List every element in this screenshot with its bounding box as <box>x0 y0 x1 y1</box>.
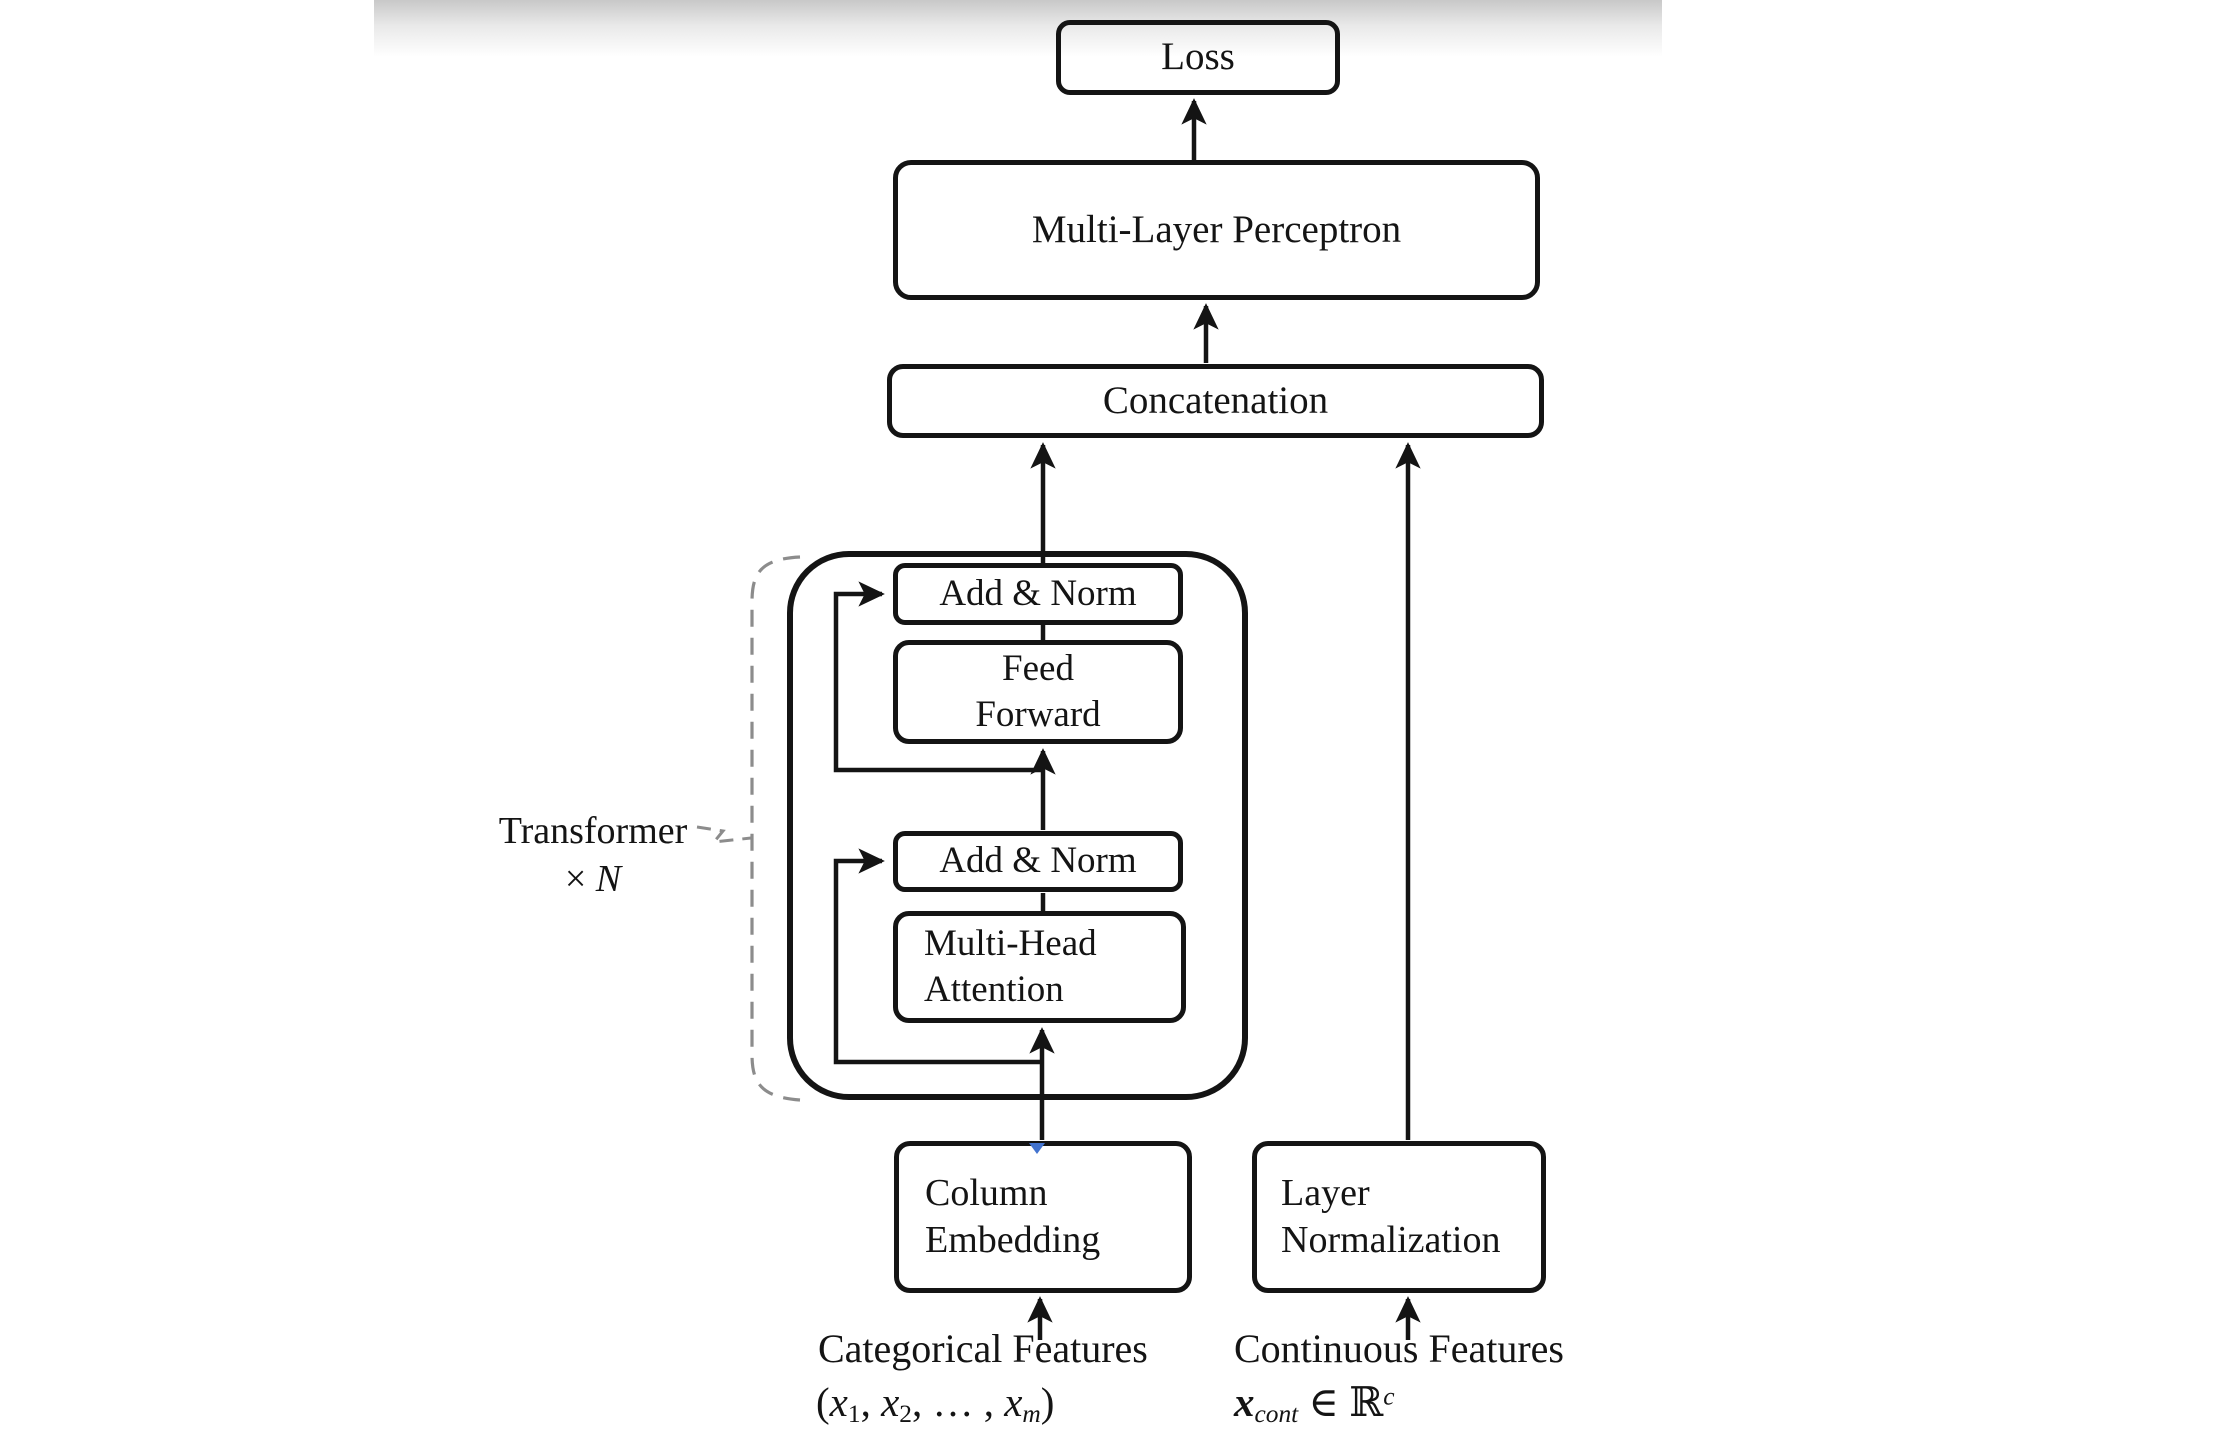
layer-normalization-box: Layer Normalization <box>1252 1141 1546 1293</box>
column-embedding-box: Column Embedding <box>894 1141 1192 1293</box>
multi-head-attention-box: Multi-Head Attention <box>893 911 1186 1023</box>
loss-box: Loss <box>1056 20 1340 95</box>
concatenation-box: Concatenation <box>887 364 1544 438</box>
feed-forward-line2: Forward <box>975 694 1101 735</box>
page-top-shadow <box>374 0 1662 57</box>
add-norm-bottom-box: Add & Norm <box>893 831 1183 892</box>
add-norm-top-box: Add & Norm <box>893 563 1183 625</box>
mlp-box: Multi-Layer Perceptron <box>893 160 1540 300</box>
transformer-repeat-label: Transformer × N <box>484 808 702 903</box>
multi-head-attention-line1: Multi-Head <box>924 922 1097 964</box>
layer-normalization-line1: Layer <box>1281 1171 1370 1214</box>
continuous-features-math: xcont ∈ ℝc <box>1234 1379 1395 1428</box>
feed-forward-line1: Feed <box>1002 647 1074 689</box>
transformer-dashed-bracket <box>750 555 801 1102</box>
residual-skip-top <box>833 581 1043 773</box>
add-norm-top-label: Add & Norm <box>939 572 1137 614</box>
transformer-repeat-label-line2: × N <box>564 857 622 900</box>
loss-label: Loss <box>1161 35 1235 79</box>
mlp-label: Multi-Layer Perceptron <box>1031 207 1402 251</box>
residual-skip-bottom <box>833 848 1043 1065</box>
layer-normalization-line2: Normalization <box>1281 1219 1501 1261</box>
cursor-artifact-icon <box>1029 1143 1045 1154</box>
multi-head-attention-line2: Attention <box>924 969 1064 1010</box>
concatenation-label: Concatenation <box>1102 378 1329 422</box>
categorical-features-math: (x1, x2, … , xm) <box>816 1379 1055 1428</box>
transformer-repeat-label-line1: Transformer <box>498 810 688 852</box>
categorical-features-label: Categorical Features <box>818 1326 1148 1371</box>
transformer-label-connector <box>696 825 752 844</box>
add-norm-bottom-label: Add & Norm <box>939 840 1137 882</box>
transformer-block-outline <box>787 551 1248 1100</box>
column-embedding-line1: Column <box>925 1171 1048 1214</box>
column-embedding-line2: Embedding <box>925 1219 1101 1261</box>
continuous-features-label: Continuous Features <box>1234 1326 1564 1371</box>
feed-forward-box: Feed Forward <box>893 640 1183 744</box>
